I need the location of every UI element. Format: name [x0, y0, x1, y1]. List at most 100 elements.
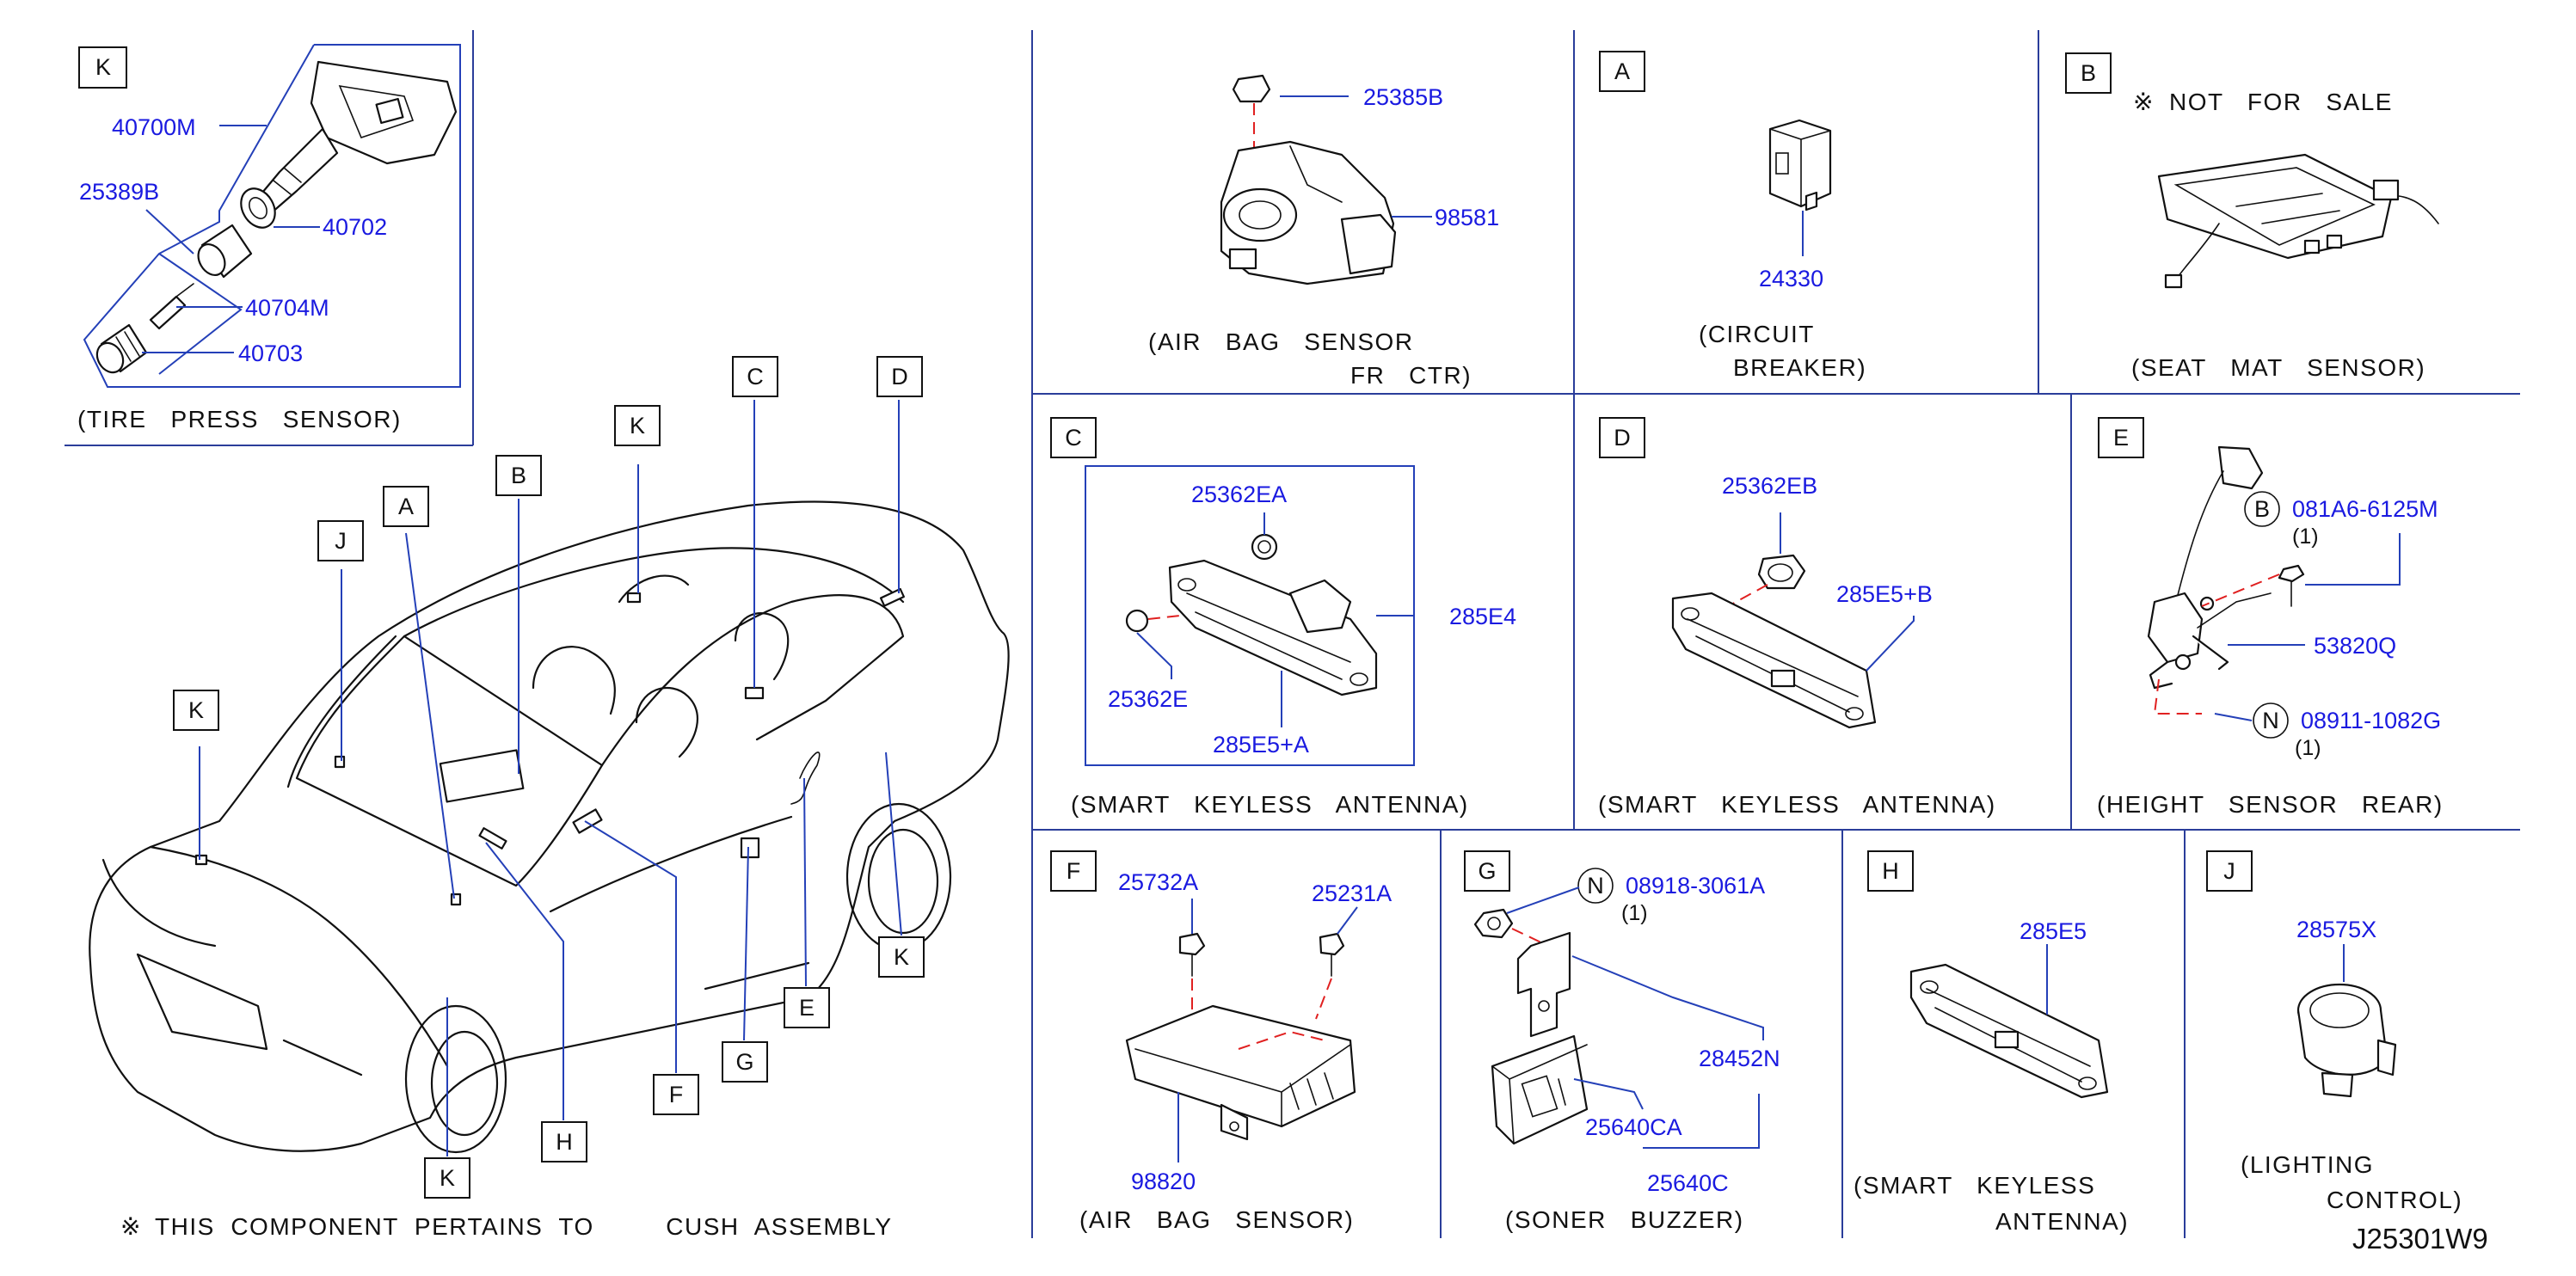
callout-k-rear: K	[878, 936, 925, 978]
panel-smart-keyless-antenna-d: D 25362EB 285E5+B (SMART KEYLESS ANTENNA…	[1598, 417, 1996, 818]
clip-25362E	[1125, 609, 1149, 633]
smart-keyless-antenna-285E4	[1168, 559, 1378, 696]
panel-seat-mat-sensor: B ※ NOT FOR SALE (SEAT MAT SENSOR)	[2065, 52, 2439, 381]
panel-airbag-fr-caption-1: (AIR BAG SENSOR	[1148, 328, 1414, 355]
panel-e-nut-prefix: N	[2262, 708, 2279, 733]
nut-08918-3061A	[1473, 908, 1514, 939]
panel-b-letter: B	[2081, 60, 2096, 86]
car-seat-mat-sensor	[439, 749, 525, 803]
panel-a-letter: A	[1614, 58, 1630, 84]
svg-text:K: K	[188, 697, 204, 723]
screw-25732A	[1178, 932, 1206, 956]
car-body-outline	[89, 500, 1010, 1152]
panel-air-bag-sensor-fr-ctr: 25385B 98581 (AIR BAG SENSOR FR CTR)	[1148, 74, 1499, 389]
panel-j-caption-2: CONTROL)	[2327, 1187, 2462, 1213]
panel-c-caption: (SMART KEYLESS ANTENNA)	[1071, 791, 1469, 818]
part-25362EB: 25362EB	[1722, 473, 1817, 499]
part-25362E: 25362E	[1108, 686, 1188, 712]
panel-grid	[65, 30, 2520, 1238]
panel-h-letter: H	[1882, 858, 1899, 884]
valve-core-40704M	[149, 295, 187, 330]
panel-e-bolt-prefix: B	[2254, 496, 2270, 522]
svg-text:H: H	[556, 1129, 573, 1155]
bolt-081A6-6125M	[2278, 564, 2305, 583]
car-front-wheel	[404, 1004, 507, 1154]
callout-b: B	[495, 455, 542, 496]
callout-h: H	[541, 1121, 587, 1163]
svg-text:A: A	[398, 494, 414, 519]
panel-air-bag-sensor: F 25732A 25231A 98820 (AIR BAG SENSOR)	[1050, 850, 1392, 1233]
height-sensor-53820Q	[2147, 592, 2204, 664]
grommet-25362EB	[1757, 554, 1806, 590]
svg-text:F: F	[669, 1082, 684, 1107]
callout-j: J	[317, 520, 364, 561]
panel-b-note-symbol: ※	[2133, 89, 2155, 115]
svg-text:C: C	[747, 364, 764, 390]
part-40702: 40702	[323, 214, 387, 240]
valve-nut-40702	[240, 187, 276, 229]
panel-g-letter: G	[1478, 858, 1496, 884]
part-28452N: 28452N	[1699, 1046, 1780, 1071]
part-25385B: 25385B	[1363, 84, 1443, 110]
callout-e: E	[784, 987, 830, 1028]
panel-c-letter: C	[1065, 425, 1082, 451]
part-40704M: 40704M	[245, 295, 329, 321]
part-40700M: 40700M	[112, 114, 196, 140]
diagram-code: J25301W9	[2352, 1223, 2488, 1255]
panel-a-caption-2: BREAKER)	[1733, 354, 1866, 381]
part-24330: 24330	[1759, 266, 1823, 291]
panel-smart-keyless-antenna-c: C 25362EA 285E4 25362E 285E5+A (SMART KE…	[1050, 417, 1516, 818]
car-rear-wheel	[845, 802, 952, 952]
panel-a-caption-1: (CIRCUIT	[1699, 321, 1815, 347]
circuit-breaker-24330	[1768, 119, 1832, 208]
smart-keyless-antenna-285E5-B	[1671, 592, 1877, 729]
panel-tire-press-sensor: K 40700M 25389B 40702 40704M 40703	[77, 44, 461, 432]
soner-buzzer-25640CA	[1491, 1034, 1589, 1145]
panel-k-letter-box	[78, 46, 127, 89]
part-08918-3061A: 08918-3061A	[1626, 873, 1765, 899]
panel-smart-keyless-antenna-h: H 285E5 (SMART KEYLESS ANTENNA)	[1854, 850, 2129, 1235]
footer-note-symbol: ※	[120, 1213, 142, 1240]
panel-d-caption: (SMART KEYLESS ANTENNA)	[1598, 791, 1996, 818]
footer-note: THIS COMPONENT PERTAINS TO CUSH ASSEMBLY	[155, 1213, 893, 1240]
svg-text:G: G	[735, 1049, 753, 1075]
panel-f-caption: (AIR BAG SENSOR)	[1079, 1206, 1354, 1233]
panel-e-nut-qty: (1)	[2295, 736, 2321, 760]
part-081A6-6125M: 081A6-6125M	[2292, 496, 2438, 522]
callout-k-front-wheel: K	[424, 1157, 470, 1199]
airbag-sensor-98820	[1125, 1004, 1356, 1128]
part-285E5-B: 285E5+B	[1836, 581, 1933, 607]
callout-d: D	[876, 356, 923, 397]
bracket-28452N	[1516, 931, 1571, 1038]
part-25640CA: 25640CA	[1585, 1114, 1682, 1140]
part-98820: 98820	[1131, 1169, 1196, 1194]
part-53820Q: 53820Q	[2314, 633, 2396, 659]
screw-25231A	[1319, 932, 1345, 956]
panel-j-caption-1: (LIGHTING	[2241, 1151, 2374, 1178]
panel-h-caption-2: ANTENNA)	[1995, 1208, 2129, 1235]
callout-k-hood: K	[173, 690, 219, 731]
svg-text:K: K	[630, 413, 645, 439]
svg-text:D: D	[891, 364, 908, 390]
callout-f: F	[653, 1074, 699, 1115]
part-285E5: 285E5	[2020, 918, 2087, 944]
part-25389B: 25389B	[79, 179, 159, 205]
panel-j-letter: J	[2223, 858, 2235, 884]
panel-k-letter: K	[95, 54, 111, 80]
callout-k-roof: K	[614, 405, 661, 446]
part-25231A: 25231A	[1312, 880, 1392, 906]
car-windshield	[295, 635, 604, 887]
part-08911-1082G: 08911-1082G	[2301, 708, 2441, 733]
part-285E5-A: 285E5+A	[1213, 732, 1309, 758]
panel-e-letter: E	[2113, 425, 2129, 451]
svg-text:K: K	[440, 1165, 455, 1191]
panel-b-caption: (SEAT MAT SENSOR)	[2131, 354, 2425, 381]
svg-text:E: E	[799, 995, 815, 1021]
svg-text:K: K	[894, 944, 909, 970]
car-callout-leaders	[199, 400, 902, 1156]
panel-e-bolt-qty: (1)	[2292, 525, 2319, 549]
panel-g-nut-prefix: N	[1587, 873, 1604, 899]
panel-circuit-breaker: A 24330 (CIRCUIT BREAKER)	[1599, 51, 1866, 381]
panel-soner-buzzer: G N 08918-3061A (1) 28452N 25640CA 25640…	[1464, 850, 1780, 1233]
